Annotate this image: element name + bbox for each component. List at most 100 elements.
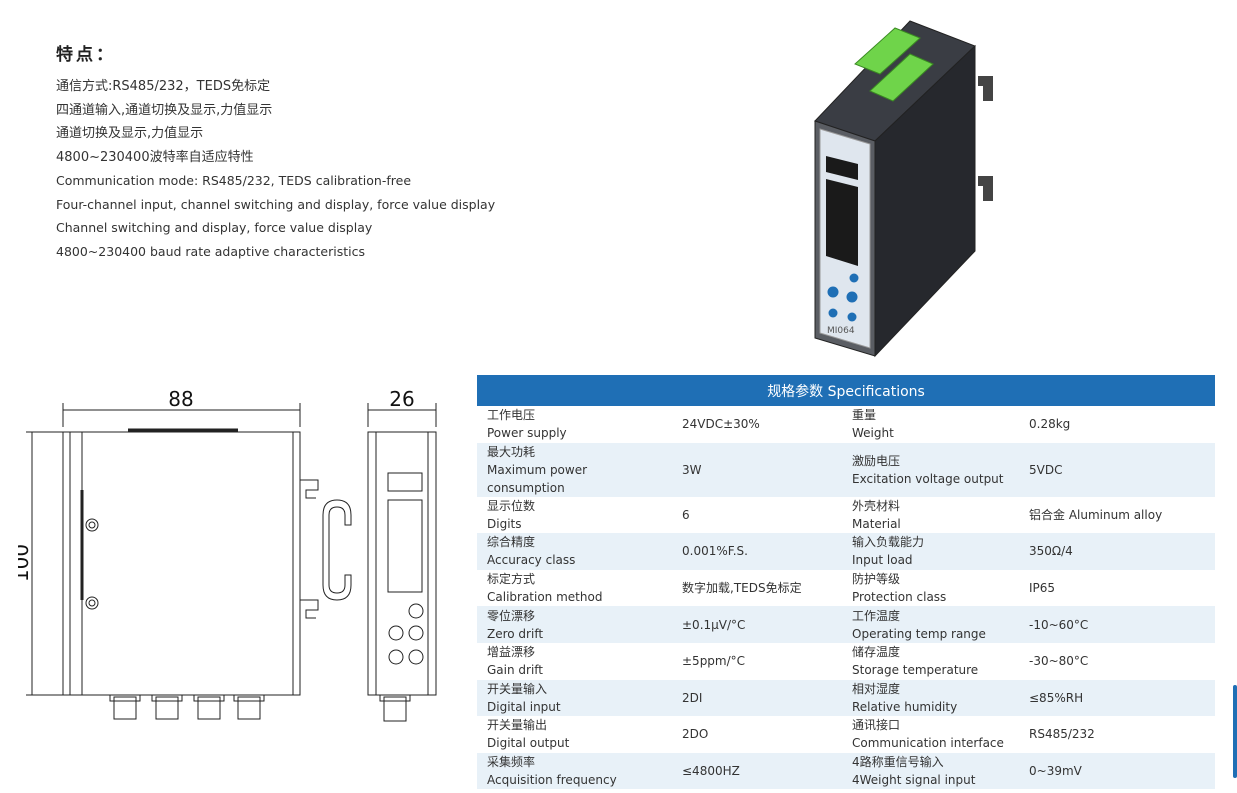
feature-line: 通道切换及显示,力值显示 xyxy=(56,126,204,141)
feature-line: 4800~230400波特率自适应特性 xyxy=(56,149,254,165)
spec-value-right: RS485/232 xyxy=(1019,716,1216,753)
spec-label-right: 储存温度 Storage temperature xyxy=(842,642,1019,680)
spec-row: 开关量输入 Digital input 2DI 相对湿度 Relative humidi… xyxy=(477,679,1216,717)
spec-value-left: 2DI xyxy=(672,679,842,717)
spec-label-right: 通讯接口 Communication interface xyxy=(842,716,1019,753)
spec-label-cn: 外壳材料 xyxy=(852,498,901,513)
edge-accent-bar xyxy=(1233,685,1237,778)
spec-label-en: Digital input xyxy=(487,699,561,714)
spec-label-cn: 激励电压 xyxy=(852,453,901,468)
spec-label-cn: 4路称重信号输入 xyxy=(852,755,944,770)
spec-label-cn: 通讯接口 xyxy=(852,718,901,733)
spec-label-cn: 重量 xyxy=(852,408,877,423)
spec-label-right: 4路称重信号输入 4Weight signal input xyxy=(842,752,1019,790)
spec-value-right: 0.28kg xyxy=(1019,406,1216,443)
spec-label-en: Calibration method xyxy=(487,590,603,605)
spec-label-cn: 开关量输入 xyxy=(487,681,548,696)
spec-label-right: 激励电压 Excitation voltage output xyxy=(842,442,1019,497)
spec-label-cn: 零位漂移 xyxy=(487,608,536,623)
spec-row: 零位漂移 Zero drift ±0.1μV/°C 工作温度 Operating tem… xyxy=(477,606,1216,643)
spec-value-left: ≤4800HZ xyxy=(672,752,842,790)
spec-label-right: 重量 Weight xyxy=(842,406,1019,443)
spec-label-left: 最大功耗 Maximum power consumption xyxy=(477,442,672,497)
spec-label-left: 开关量输入 Digital input xyxy=(477,679,672,717)
spec-value-left: 6 xyxy=(672,496,842,534)
spec-label-cn: 增益漂移 xyxy=(487,645,536,660)
spec-row: 开关量输出 Digital output 2DO 通讯接口 Communication … xyxy=(477,716,1216,753)
spec-row: 工作电压 Power supply 24VDC±30% 重量 Weight 0.28kg xyxy=(477,406,1216,443)
feature-line: Channel switching and display, force val… xyxy=(56,220,373,235)
spec-label-cn: 综合精度 xyxy=(487,535,536,550)
spec-label-left: 工作电压 Power supply xyxy=(477,406,672,443)
spec-label-left: 标定方式 Calibration method xyxy=(477,569,672,607)
spec-title: 规格参数 Specifications xyxy=(477,375,1216,406)
spec-value-right: 铝合金 Aluminum alloy xyxy=(1019,496,1216,534)
spec-label-en: Power supply xyxy=(487,426,567,441)
spec-label-cn: 标定方式 xyxy=(487,572,536,587)
spec-label-left: 显示位数 Digits xyxy=(477,496,672,534)
spec-label-en: Relative humidity xyxy=(852,699,958,714)
spec-label-en: Digits xyxy=(487,516,522,531)
spec-label-left: 开关量输出 Digital output xyxy=(477,716,672,753)
depth-dimension: 26 xyxy=(389,387,414,411)
spec-label-left: 零位漂移 Zero drift xyxy=(477,606,672,643)
spec-label-right: 工作温度 Operating temp range xyxy=(842,606,1019,643)
spec-label-en: Acquisition frequency xyxy=(487,773,617,788)
spec-value-left: 3W xyxy=(672,442,842,497)
spec-value-right: 5VDC xyxy=(1019,442,1216,497)
spec-value-right: 350Ω/4 xyxy=(1019,533,1216,570)
spec-row: 增益漂移 Gain drift ±5ppm/°C 储存温度 Storage temper… xyxy=(477,642,1216,680)
spec-label-cn: 开关量输出 xyxy=(487,718,548,733)
features-title: 特点： xyxy=(56,45,116,65)
spec-label-cn: 采集频率 xyxy=(487,755,536,770)
spec-label-en: Accuracy class xyxy=(487,553,576,568)
spec-label-en: Gain drift xyxy=(487,663,544,678)
spec-label-cn: 工作电压 xyxy=(487,408,536,423)
spec-label-cn: 相对湿度 xyxy=(852,681,901,696)
features-section: 特点： 通信方式:RS485/232，TEDS免标定 四通道输入,通道切换及显示… xyxy=(56,40,516,263)
spec-label-cn: 输入负载能力 xyxy=(852,535,925,550)
spec-label-cn: 防护等级 xyxy=(852,572,901,587)
feature-line: 四通道输入,通道切换及显示,力值显示 xyxy=(56,102,273,118)
spec-label-en: Operating temp range xyxy=(852,626,986,641)
spec-value-left: 2DO xyxy=(672,716,842,753)
spec-value-right: ≤85%RH xyxy=(1019,679,1216,717)
spec-label-cn: 显示位数 xyxy=(487,498,536,513)
spec-label-en: Storage temperature xyxy=(852,663,979,678)
spec-label-right: 防护等级 Protection class xyxy=(842,569,1019,607)
spec-label-left: 综合精度 Accuracy class xyxy=(477,533,672,570)
product-image: MI064 xyxy=(814,20,993,358)
spec-label-left: 增益漂移 Gain drift xyxy=(477,642,672,680)
spec-value-right: -30~80°C xyxy=(1019,642,1216,680)
spec-label-en: Communication interface xyxy=(852,736,1004,751)
spec-value-right: 0~39mV xyxy=(1019,752,1216,790)
spec-row: 显示位数 Digits 6 外壳材料 Material 铝合金 Aluminum allo… xyxy=(477,496,1216,534)
spec-table: 规格参数 Specifications 工作电压 Power supply 24VD… xyxy=(477,375,1216,790)
spec-row: 最大功耗 Maximum power consumption 3W 激励电压 Excit… xyxy=(477,442,1216,497)
spec-label-cn: 工作温度 xyxy=(852,608,901,623)
model-label: MI064 xyxy=(827,326,855,336)
feature-line: Communication mode: RS485/232, TEDS cali… xyxy=(56,173,412,188)
spec-label-en: Zero drift xyxy=(487,626,544,641)
spec-label-cn: 储存温度 xyxy=(852,645,901,660)
spec-label-en: 4Weight signal input xyxy=(852,773,976,788)
spec-label-en: Excitation voltage output xyxy=(852,471,1004,486)
feature-line: 4800~230400 baud rate adaptive character… xyxy=(56,243,365,259)
height-dimension: 100 xyxy=(18,544,33,582)
spec-label-en: Maximum power consumption xyxy=(487,462,588,495)
spec-value-left: 0.001%F.S. xyxy=(672,533,842,570)
spec-label-cn: 最大功耗 xyxy=(487,444,536,459)
spec-value-right: IP65 xyxy=(1019,569,1216,607)
spec-value-left: ±5ppm/°C xyxy=(672,642,842,680)
spec-label-en: Protection class xyxy=(852,590,947,605)
spec-value-left: ±0.1μV/°C xyxy=(672,606,842,643)
spec-value-left: 24VDC±30% xyxy=(672,406,842,443)
spec-label-en: Digital output xyxy=(487,736,570,751)
spec-label-en: Material xyxy=(852,516,901,531)
feature-line: Four-channel input, channel switching an… xyxy=(56,196,496,212)
spec-label-en: Weight xyxy=(852,426,894,441)
